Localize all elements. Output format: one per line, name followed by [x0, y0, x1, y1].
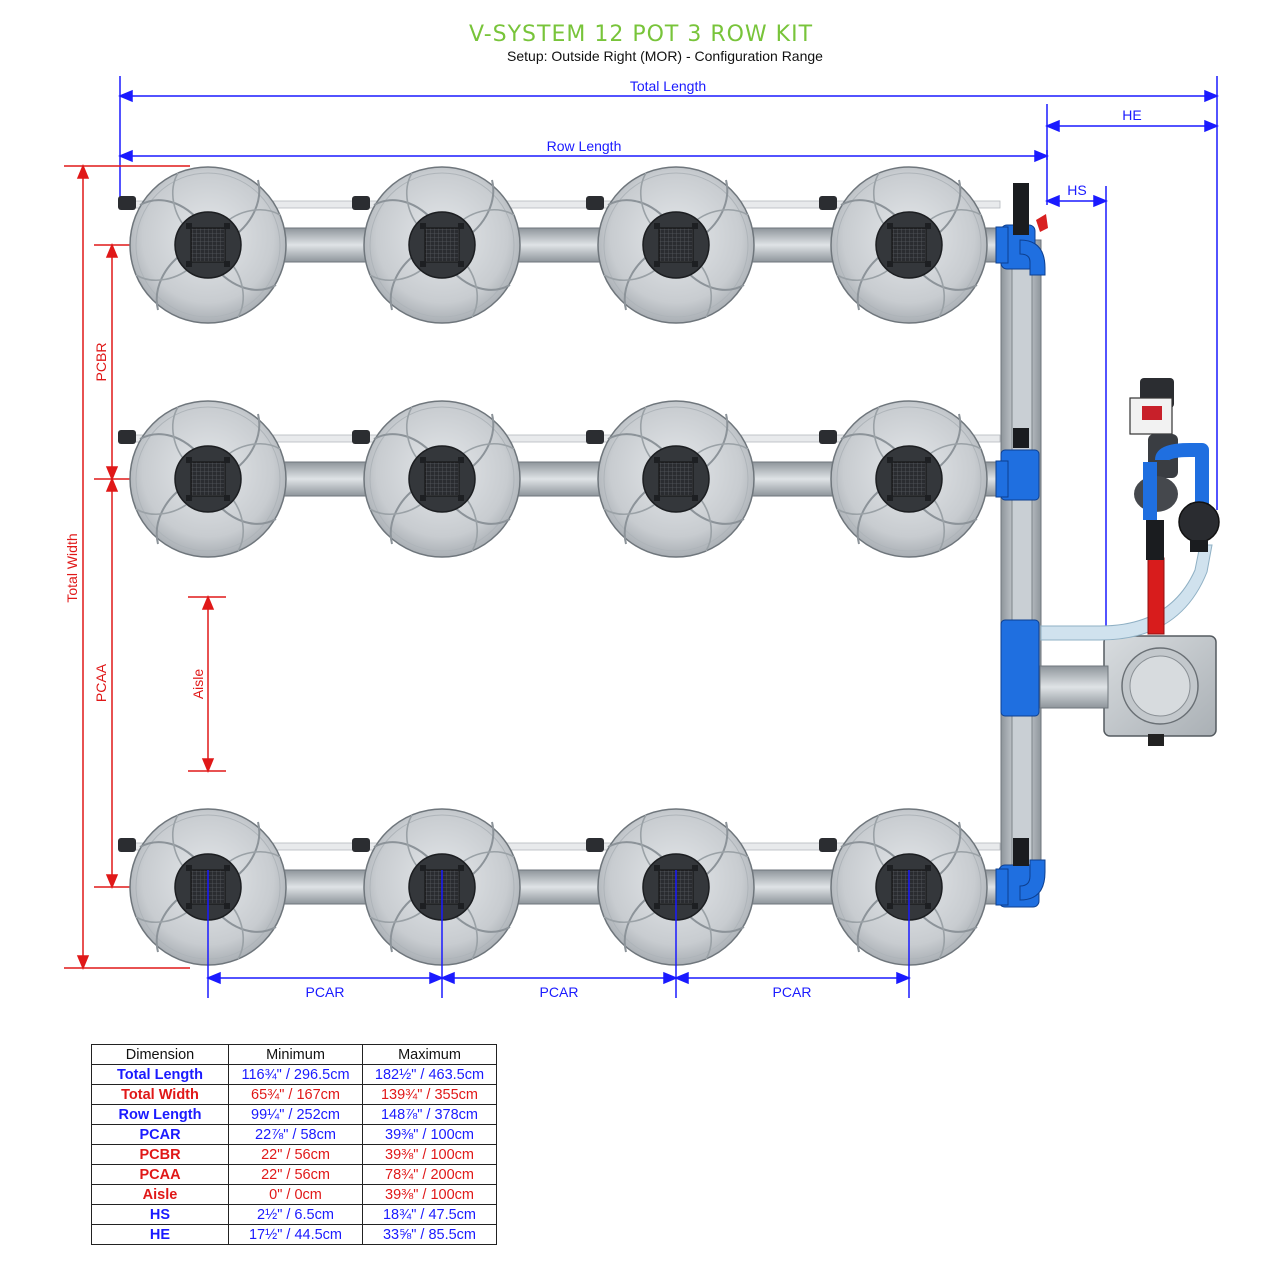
valve-fitting	[352, 838, 370, 852]
he-label: HE	[1122, 107, 1141, 123]
table-cell-max: 148⅞" / 378cm	[362, 1104, 497, 1125]
manifold-pipe	[998, 183, 1048, 908]
pot-row-2	[118, 400, 1009, 558]
table-cell-dimension: Total Width	[91, 1084, 229, 1105]
table-cell-max: 33⅝" / 85.5cm	[362, 1224, 497, 1245]
total-width-label: Total Width	[64, 533, 80, 602]
table-cell-max: 78¾" / 200cm	[362, 1164, 497, 1185]
valve-fitting	[352, 430, 370, 444]
table-cell-dimension: Row Length	[91, 1104, 229, 1125]
table-cell-dimension: PCAR	[91, 1124, 229, 1145]
pcaa-label: PCAA	[93, 663, 109, 702]
table-cell-max: 39⅜" / 100cm	[362, 1124, 497, 1145]
table-cell-min: 0" / 0cm	[228, 1184, 363, 1205]
table-cell-dimension: Aisle	[91, 1184, 229, 1205]
diagram-title: V-SYSTEM 12 POT 3 ROW KIT	[468, 22, 814, 47]
table-cell-dimension: HS	[91, 1204, 229, 1225]
row-length-dimension	[118, 149, 1049, 205]
valve-fitting	[819, 430, 837, 444]
table-cell-min: 22⅞" / 58cm	[228, 1124, 363, 1145]
pot-row-1	[118, 166, 1009, 324]
valve-fitting	[118, 838, 136, 852]
valve-fitting	[819, 196, 837, 210]
table-cell-dimension: Total Length	[91, 1064, 229, 1085]
pot-row-3	[118, 808, 1009, 966]
hs-dimension	[1045, 186, 1108, 640]
table-cell-max: 139¾" / 355cm	[362, 1084, 497, 1105]
table-cell-min: 99¼" / 252cm	[228, 1104, 363, 1125]
manifold-tee	[995, 868, 1009, 906]
table-cell-max: 182½" / 463.5cm	[362, 1064, 497, 1085]
grow-pot	[129, 400, 287, 558]
diagram-subtitle: Setup: Outside Right (MOR) - Configurati…	[507, 48, 823, 64]
table-cell-max: 39⅜" / 100cm	[362, 1184, 497, 1205]
valve-fitting	[118, 430, 136, 444]
manifold-tee	[995, 460, 1009, 498]
manifold-tee	[995, 226, 1009, 264]
pcar-label-3: PCAR	[773, 984, 812, 1000]
table-cell-min: 116¾" / 296.5cm	[228, 1064, 363, 1085]
table-cell-min: 17½" / 44.5cm	[228, 1224, 363, 1245]
table-cell-min: 2½" / 6.5cm	[228, 1204, 363, 1225]
grow-pot	[597, 166, 755, 324]
rows-layer	[118, 166, 1009, 966]
header-minimum: Minimum	[228, 1044, 363, 1065]
reservoir-tank	[1039, 544, 1217, 746]
hs-label: HS	[1067, 182, 1086, 198]
aisle-dimension	[188, 595, 226, 773]
aisle-label: Aisle	[190, 669, 206, 700]
total-length-dimension	[118, 76, 1219, 510]
grow-pot	[597, 400, 755, 558]
table-cell-max: 39⅜" / 100cm	[362, 1144, 497, 1165]
grow-pot	[363, 400, 521, 558]
valve-fitting	[586, 430, 604, 444]
grow-pot	[830, 166, 988, 324]
valve-fitting	[352, 196, 370, 210]
row-length-label: Row Length	[547, 138, 622, 154]
table-cell-dimension: PCAA	[91, 1164, 229, 1185]
valve-fitting	[118, 196, 136, 210]
pump-assembly	[1129, 378, 1220, 560]
table-cell-dimension: HE	[91, 1224, 229, 1245]
pcar-label-2: PCAR	[540, 984, 579, 1000]
valve-fitting	[586, 196, 604, 210]
total-length-label: Total Length	[630, 78, 706, 94]
valve-fitting	[819, 838, 837, 852]
grow-pot	[363, 166, 521, 324]
system-layout-diagram: Total Length HE Row Length HS Total Widt…	[64, 76, 1220, 1000]
pcar-dimension	[206, 870, 911, 998]
table-cell-max: 18¾" / 47.5cm	[362, 1204, 497, 1225]
pcbr-label: PCBR	[93, 343, 109, 382]
table-cell-dimension: PCBR	[91, 1144, 229, 1165]
table-header-row: Dimension Minimum Maximum	[91, 1044, 497, 1065]
table-cell-min: 65¾" / 167cm	[228, 1084, 363, 1105]
grow-pot	[129, 166, 287, 324]
grow-pot	[830, 400, 988, 558]
valve-fitting	[586, 838, 604, 852]
table-cell-min: 22" / 56cm	[228, 1144, 363, 1165]
pcar-label-1: PCAR	[306, 984, 345, 1000]
header-dimension: Dimension	[91, 1044, 229, 1065]
table-cell-min: 22" / 56cm	[228, 1164, 363, 1185]
total-width-dimension	[64, 164, 190, 970]
header-maximum: Maximum	[362, 1044, 497, 1065]
